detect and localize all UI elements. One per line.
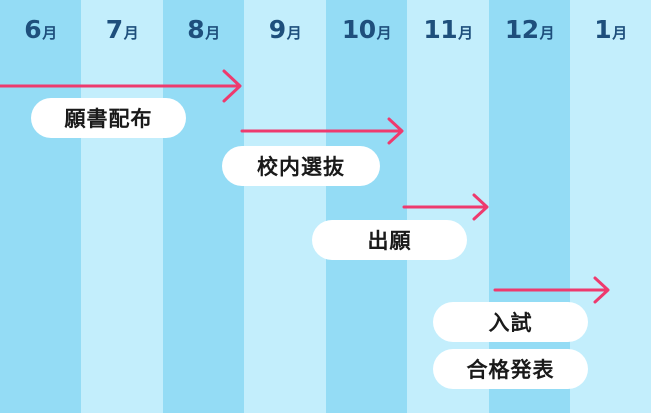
month-column-aug: 8月 (163, 0, 244, 413)
month-number: 12 (504, 15, 539, 44)
month-column-sep: 9月 (244, 0, 326, 413)
event-label: 願書配布 (64, 107, 153, 131)
month-number: 9 (268, 15, 286, 44)
event-application: 出願 (312, 220, 467, 260)
month-column-oct: 10月 (326, 0, 407, 413)
month-unit: 月 (376, 24, 392, 42)
month-unit: 月 (612, 24, 627, 42)
month-label-jan: 1月 (570, 12, 651, 51)
month-unit: 月 (458, 24, 473, 42)
month-label-aug: 8月 (163, 12, 244, 51)
month-unit: 月 (205, 24, 220, 42)
month-unit: 月 (286, 24, 302, 42)
month-number: 11 (423, 15, 458, 44)
month-label-jun: 6月 (0, 12, 81, 51)
month-column-jun: 6月 (0, 0, 81, 413)
month-unit: 月 (123, 24, 139, 42)
event-label: 出願 (367, 229, 412, 253)
event-school-selection: 校内選抜 (222, 146, 380, 186)
event-application-distribution: 願書配布 (31, 98, 186, 138)
month-column-dec: 12月 (489, 0, 570, 413)
event-label: 合格発表 (466, 358, 555, 382)
event-results-announcement: 合格発表 (433, 349, 588, 389)
event-entrance-exam: 入試 (433, 302, 588, 342)
month-label-nov: 11月 (407, 12, 489, 51)
month-label-jul: 7月 (81, 12, 163, 51)
month-number: 8 (187, 15, 205, 44)
month-label-dec: 12月 (489, 12, 570, 51)
month-column-jan: 1月 (570, 0, 651, 413)
event-label: 入試 (488, 311, 533, 335)
month-number: 7 (105, 15, 123, 44)
month-number: 1 (594, 15, 612, 44)
month-number: 6 (24, 15, 42, 44)
month-label-oct: 10月 (326, 12, 407, 51)
event-label: 校内選抜 (257, 155, 345, 179)
month-label-sep: 9月 (244, 12, 326, 51)
month-unit: 月 (42, 24, 57, 42)
month-column-jul: 7月 (81, 0, 163, 413)
month-unit: 月 (539, 24, 555, 42)
month-number: 10 (341, 15, 376, 44)
